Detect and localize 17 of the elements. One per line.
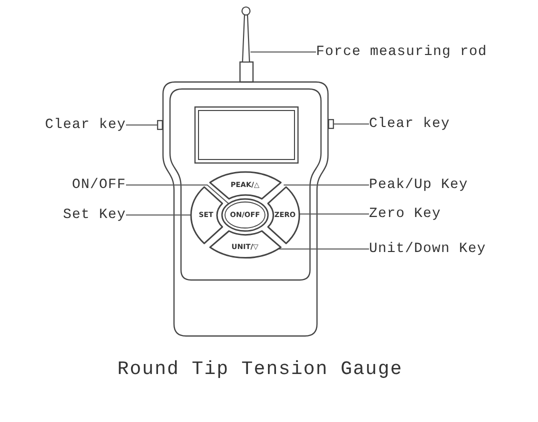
caption: Round Tip Tension Gauge <box>117 358 403 380</box>
callout-label: Set Key <box>62 207 126 223</box>
callout-label: Force measuring rod <box>316 44 488 60</box>
callout-label: Unit/Down Key <box>369 241 486 257</box>
leader-line <box>126 124 158 126</box>
measuring-rod <box>240 6 250 62</box>
leader-line <box>126 214 192 216</box>
leader-line <box>283 184 370 186</box>
leader-line <box>278 248 370 250</box>
callout-label: Zero Key <box>369 206 442 222</box>
side-key <box>157 120 163 130</box>
callout-label: Clear key <box>44 117 126 133</box>
side-key <box>328 119 334 129</box>
callout-label: Peak/Up Key <box>369 177 468 193</box>
leader-line <box>126 184 230 204</box>
callout-label: Clear key <box>369 116 450 132</box>
callout-label: ON/OFF <box>72 177 126 193</box>
